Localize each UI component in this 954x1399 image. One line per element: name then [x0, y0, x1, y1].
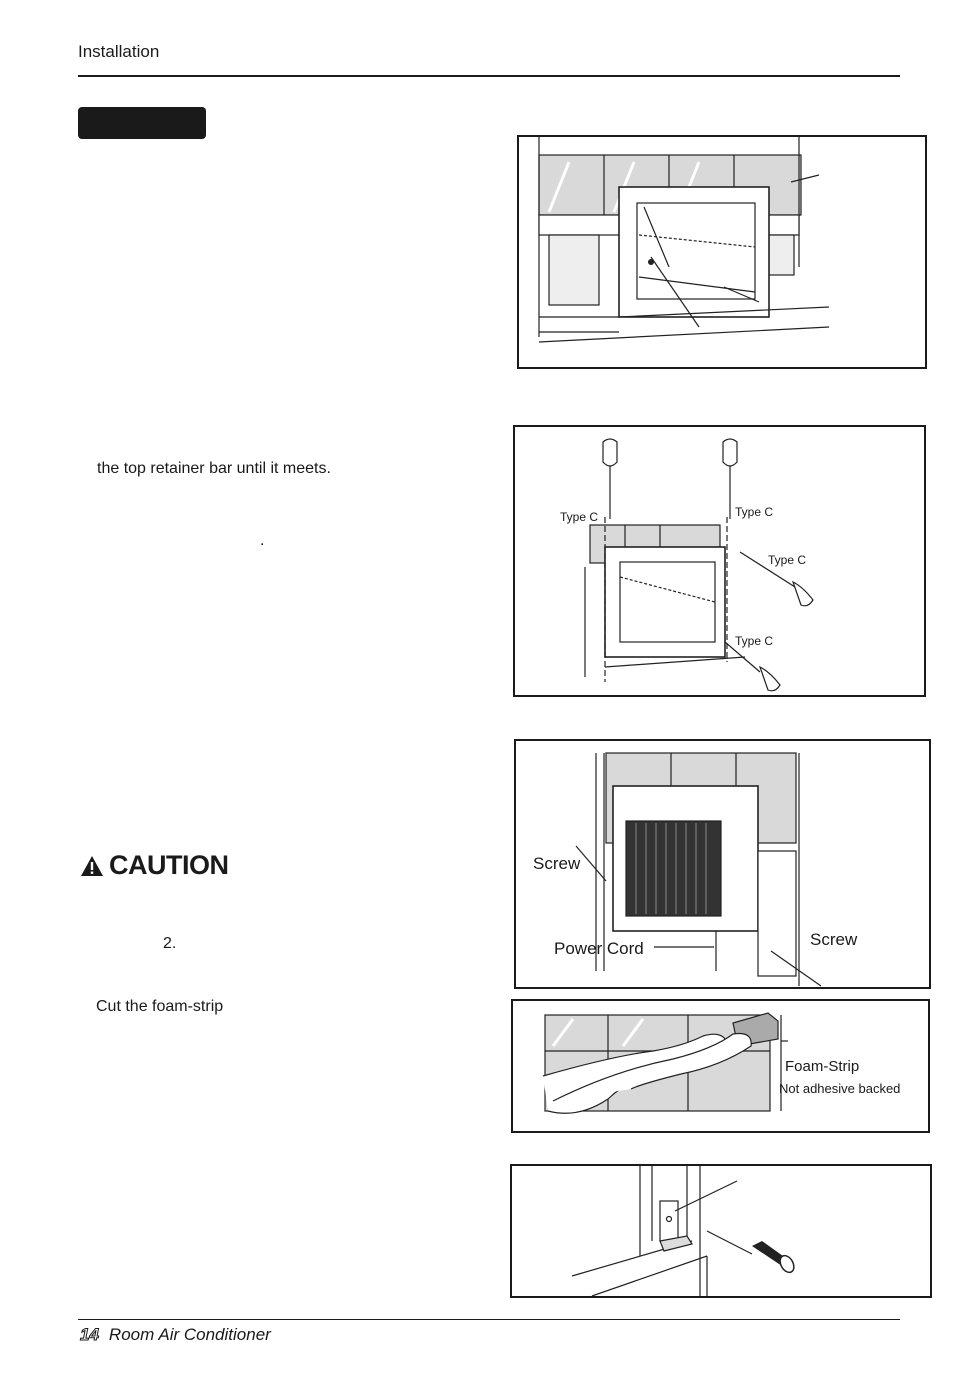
screw-label-right: Screw [810, 930, 858, 949]
caution-title: CAUTION [109, 850, 229, 880]
footer-rule [78, 1319, 900, 1320]
not-adhesive-label: Not adhesive backed [779, 1081, 900, 1096]
type-c-label-top-left: Type C [560, 510, 598, 524]
instruction-cut-foam: Cut the foam-strip [96, 998, 224, 1015]
figure-window-frame-screw [517, 135, 927, 369]
header-rule [78, 75, 900, 77]
page-footer: 14 Room Air Conditioner [80, 1325, 271, 1345]
section-title: Installation [78, 42, 160, 61]
figure-5-illustration [571, 1166, 795, 1296]
figure-foam-strip: Foam-Strip Not adhesive backed [511, 999, 930, 1133]
figure-3-illustration: Screw Power Cord Screw [533, 752, 858, 987]
figure-unit-installed: Screw Power Cord Screw [514, 739, 931, 989]
figure-4-illustration: Foam-Strip Not adhesive backed [542, 1012, 900, 1114]
figure-screw-type-c: Type C Type C Type C Type C [513, 425, 926, 697]
screw-label-left: Screw [533, 854, 581, 873]
figure-2-illustration: Type C Type C Type C Type C [560, 438, 814, 692]
warning-triangle-icon [81, 855, 103, 876]
caution-heading: CAUTION [80, 850, 229, 881]
foam-strip-label: Foam-Strip [785, 1058, 859, 1075]
step-badge [78, 107, 206, 139]
step-number-2: 2. [163, 935, 177, 952]
figure-1-illustration [538, 137, 830, 343]
type-c-label-top-right: Type C [735, 505, 773, 519]
figure-bracket-screw [510, 1164, 932, 1298]
power-cord-label: Power Cord [554, 939, 644, 958]
instruction-period: . [260, 532, 265, 549]
instruction-top-retainer: the top retainer bar until it meets. [97, 460, 331, 477]
footer-title: Room Air Conditioner [108, 1325, 271, 1344]
type-c-label-bottom-right: Type C [735, 634, 773, 648]
page-number: 14 [80, 1325, 100, 1345]
type-c-label-middle-right: Type C [768, 553, 806, 567]
